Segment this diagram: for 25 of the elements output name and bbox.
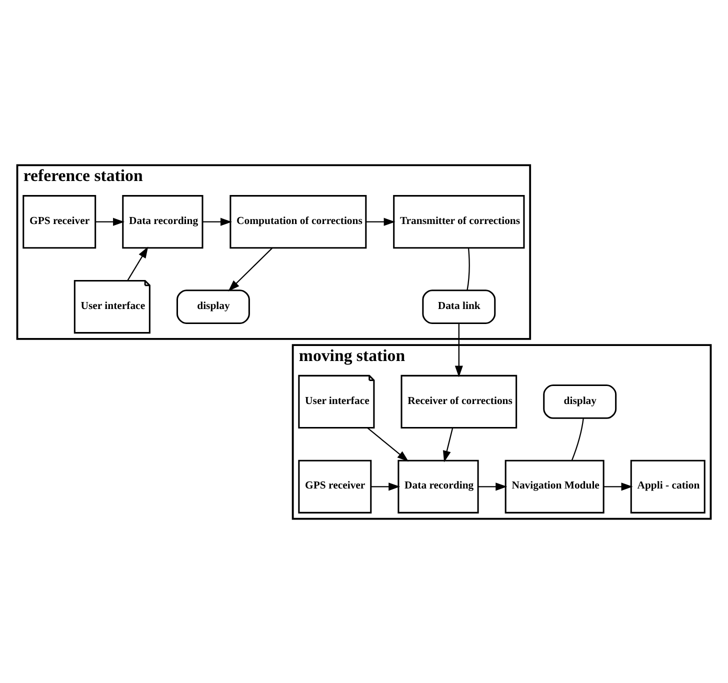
node-box: Data recording (122, 194, 204, 248)
node-box: Data link (422, 289, 496, 324)
arrow (127, 246, 148, 280)
arrow (202, 217, 232, 226)
arrow (454, 322, 463, 377)
arrow (366, 217, 396, 226)
arrow (228, 247, 273, 291)
node-box: Transmitter of corrections (393, 194, 525, 248)
arrow (442, 427, 454, 462)
node-box: Navigation Module (504, 459, 604, 513)
node-box: display (543, 384, 617, 418)
arrow (95, 217, 125, 226)
node-box: GPS receiver (298, 459, 372, 513)
arrow (367, 427, 409, 462)
node-box: Computation of corrections (230, 194, 367, 248)
node-box: GPS receiver (22, 194, 96, 248)
arrow (478, 482, 508, 490)
arrow (604, 482, 633, 490)
node-box: Receiver of corrections (400, 374, 518, 428)
arrow (371, 482, 400, 490)
node-box: Appli - cation (630, 459, 706, 513)
node-box: Data recording (398, 459, 479, 513)
connector (466, 248, 470, 290)
connector (571, 418, 584, 460)
node-box: display (176, 289, 250, 324)
